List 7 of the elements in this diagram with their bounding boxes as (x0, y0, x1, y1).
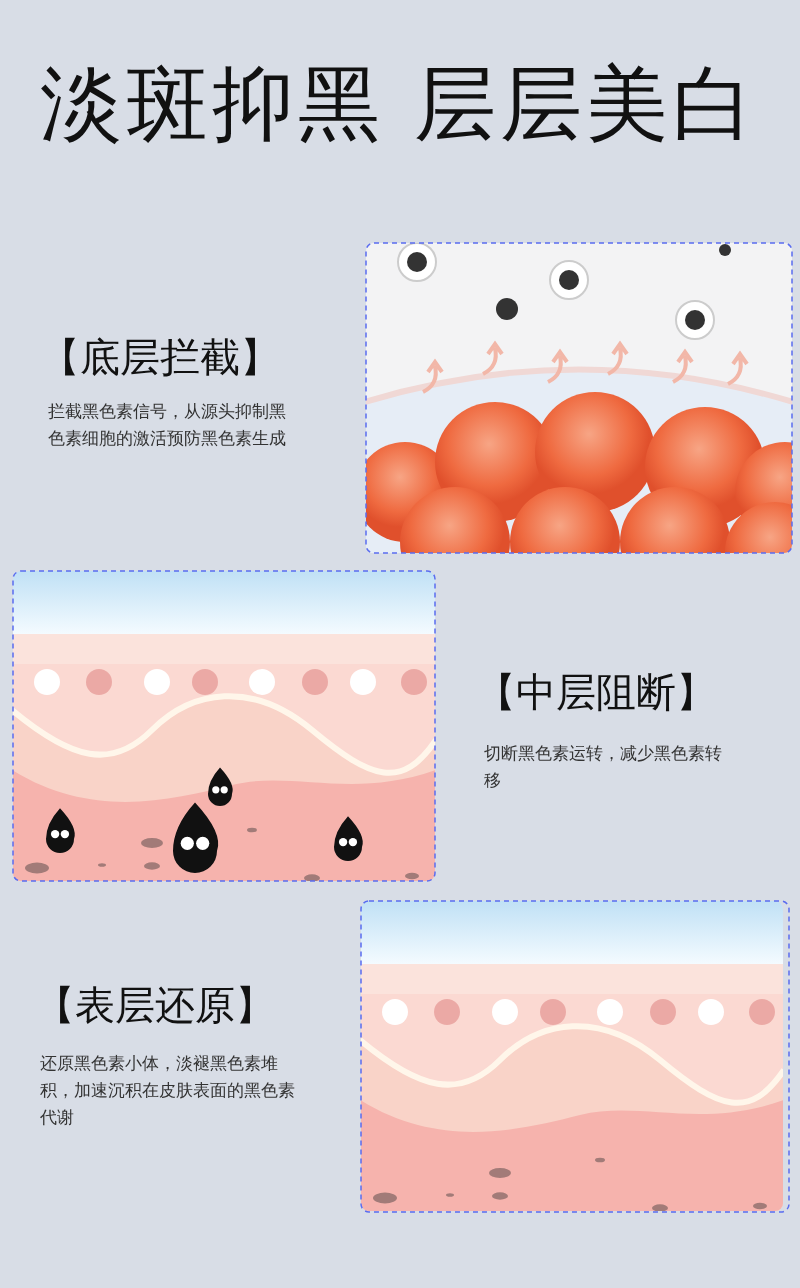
page-title: 淡斑抑黑 层层美白 (40, 55, 759, 153)
section-heading: 【表层还原】 (35, 981, 276, 1030)
section-description: 拦截黑色素信号，从源头抑制黑色素细胞的激活预防黑色素生成 (48, 400, 287, 450)
section-description: 切断黑色素运转，减少黑色素转移 (484, 742, 723, 792)
section-heading: 【中层阻断】 (476, 668, 717, 717)
section-heading: 【底层拦截】 (40, 333, 281, 382)
section-description: 还原黑色素小体，淡褪黑色素堆积，加速沉积在皮肤表面的黑色素代谢 (40, 1052, 296, 1129)
